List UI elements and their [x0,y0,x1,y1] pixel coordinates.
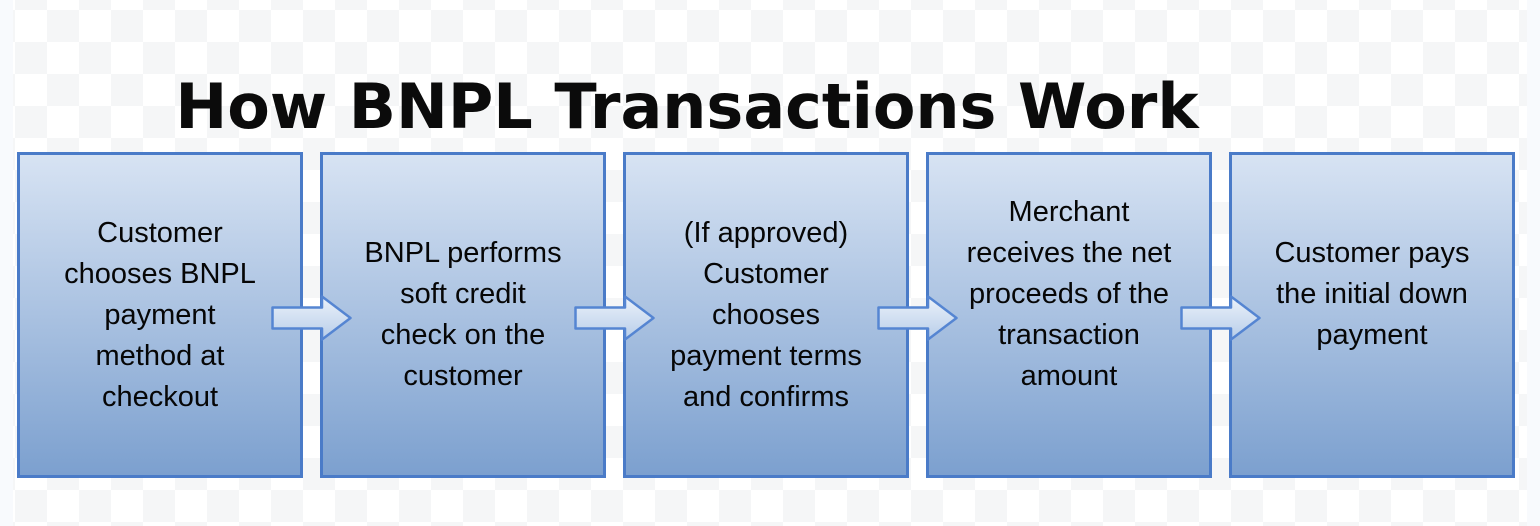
flow-step-choose-bnpl-at-checkout: Customer chooses BNPL payment method at … [17,152,303,478]
flow-step-choose-payment-terms: (If approved) Customer chooses payment t… [623,152,909,478]
canvas-edge-left [0,0,13,526]
page-title: How BNPL Transactions Work [175,69,1199,143]
right-block-arrow-icon [1180,295,1261,341]
canvas-edge-right [1527,0,1540,526]
flow-step-initial-down-payment: Customer pays the initial down payment [1229,152,1515,478]
right-block-arrow-icon [574,295,655,341]
flow-step-label: (If approved) Customer chooses payment t… [670,216,862,413]
flow-step-label: BNPL performs soft credit check on the c… [364,237,562,392]
right-block-arrow-icon [877,295,958,341]
flow-step-label: Customer chooses BNPL payment method at … [64,216,256,413]
flow-step-merchant-receives-proceeds: Merchant receives the net proceeds of th… [926,152,1212,478]
flow-step-soft-credit-check: BNPL performs soft credit check on the c… [320,152,606,478]
right-block-arrow-icon [271,295,352,341]
flow-step-label: Customer pays the initial down payment [1274,236,1470,351]
flow-step-label: Merchant receives the net proceeds of th… [966,195,1172,392]
